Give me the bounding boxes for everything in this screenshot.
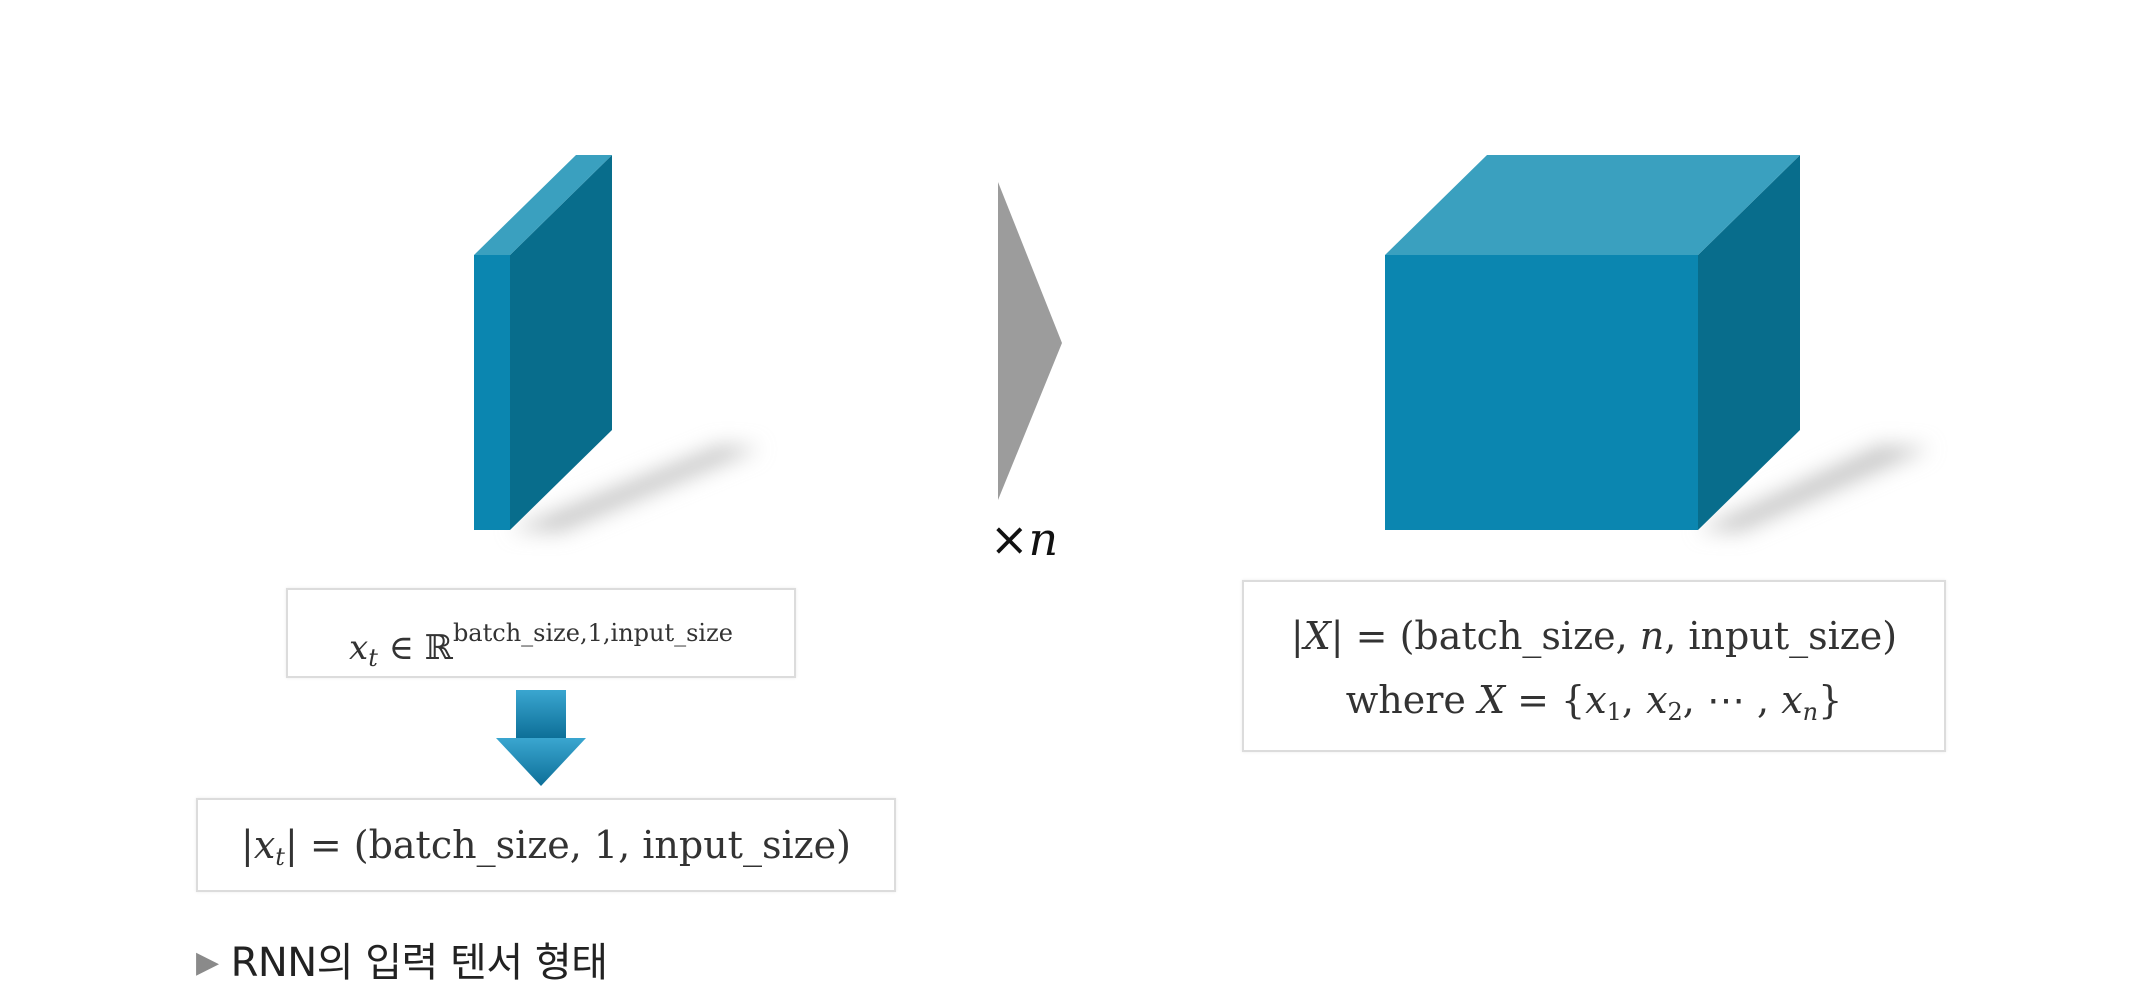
down-arrow-head — [496, 738, 586, 786]
caption-triangle-icon: ▶ — [196, 945, 219, 980]
figure-caption: ▶ RNN의 입력 텐서 형태 — [196, 930, 608, 988]
xt-shape-formula: |xt| = (batch_size, 1, input_size) — [196, 798, 896, 892]
down-arrow — [496, 690, 586, 786]
X-shape-formula: |X| = (batch_size, n, input_size) where … — [1242, 580, 1946, 752]
xt-membership-formula: xt ∈ ℝbatch_size,1,input_size — [286, 588, 796, 678]
slice-tensor — [474, 155, 760, 532]
times-n-label: ×n — [990, 512, 1059, 566]
cube-front-face — [1385, 255, 1698, 530]
expand-arrow — [998, 182, 1062, 500]
slice-top-face — [474, 155, 612, 255]
slice-front-face — [474, 255, 510, 530]
slice-shadow — [510, 445, 760, 532]
cube-tensor — [1385, 155, 1930, 532]
cube-top-face — [1385, 155, 1800, 255]
down-arrow-stem — [516, 690, 566, 738]
X-definition-line: where X = {x1, x2, ⋯ , xn} — [1345, 678, 1843, 726]
cube-shadow — [1698, 445, 1930, 532]
caption-text: RNN의 입력 텐서 형태 — [230, 940, 608, 986]
X-shape-line: |X| = (batch_size, n, input_size) — [1290, 614, 1898, 658]
cube-side-face — [1698, 155, 1800, 530]
slice-side-face — [510, 155, 612, 530]
